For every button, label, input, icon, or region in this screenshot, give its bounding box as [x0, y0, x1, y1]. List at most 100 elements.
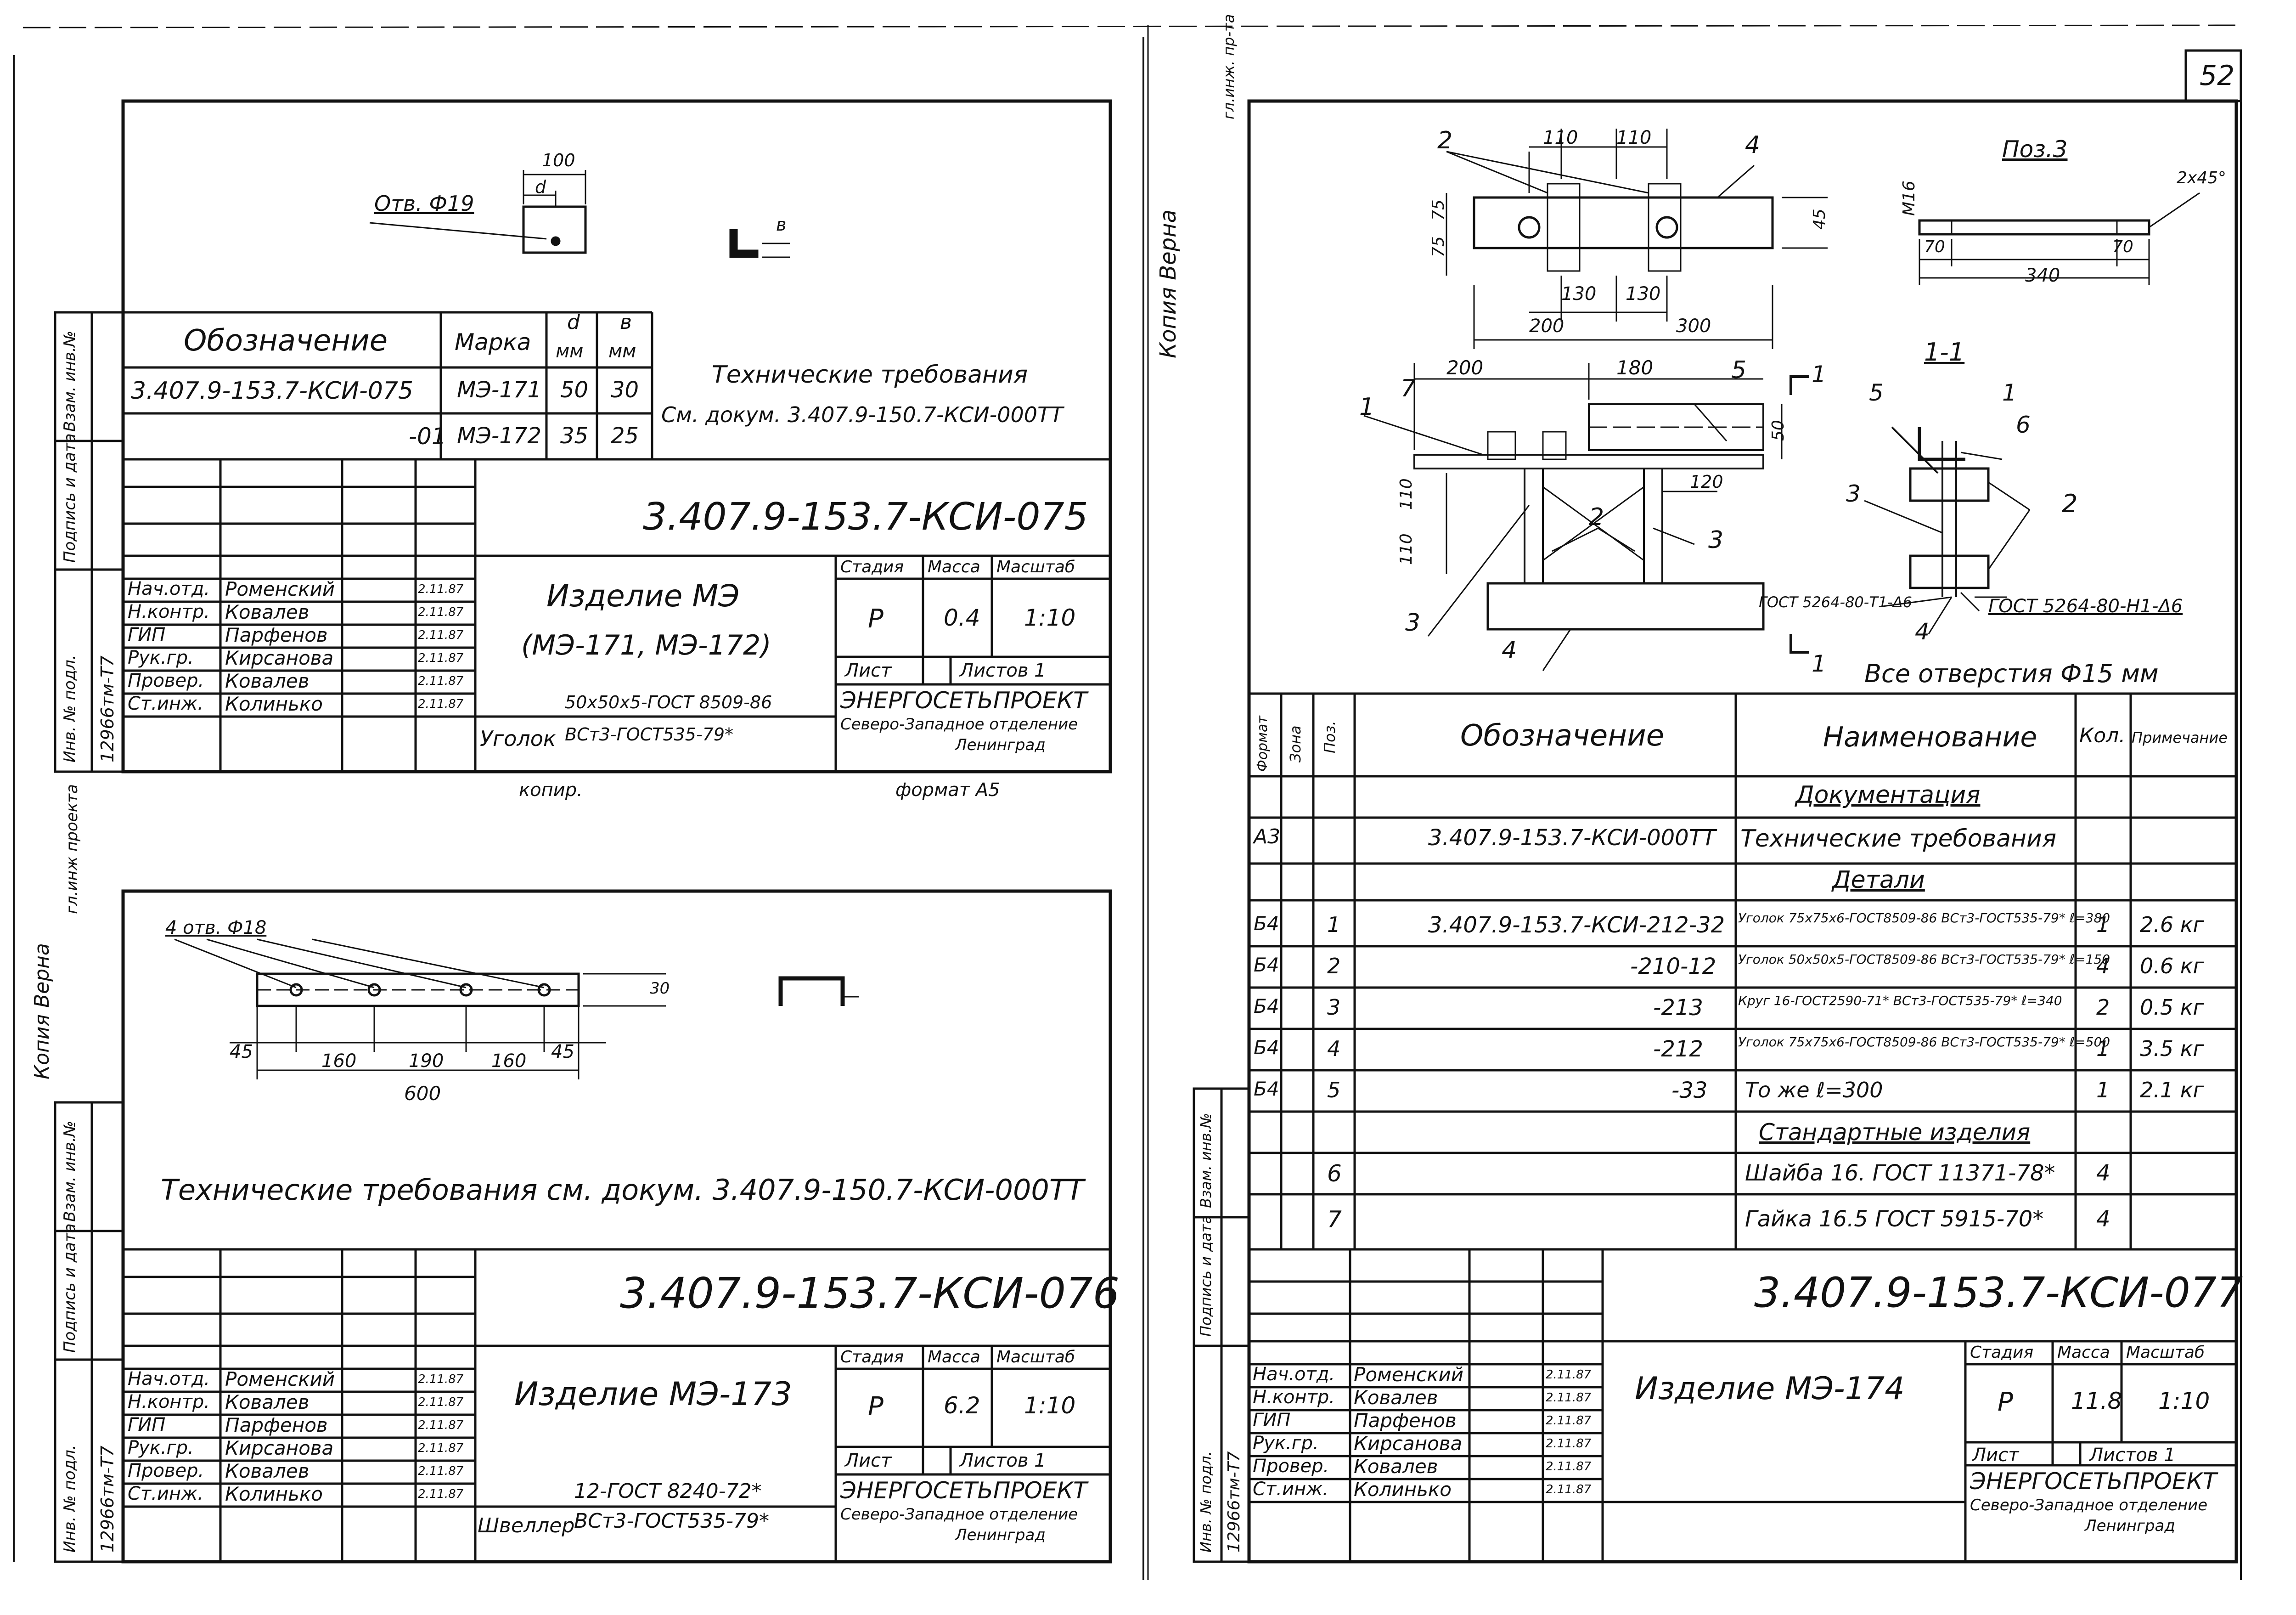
dim-160b: 160 — [491, 1050, 527, 1072]
spec-row-pos: 1 — [1327, 912, 1341, 937]
h-mass-077: Масса — [2057, 1343, 2110, 1362]
dim-75a: 75 — [1429, 236, 1448, 257]
tb-role: Ст.инж. — [1253, 1479, 1328, 1500]
h-scale-075: Масштаб — [996, 558, 1075, 576]
tb-name: Ковалев — [225, 601, 310, 623]
tb-date: 2.11.87 — [418, 651, 464, 665]
spec-row-pos: 5 — [1327, 1078, 1341, 1102]
row1-b: 30 — [611, 377, 639, 403]
copy-verified-stamp: Копия Верна — [1155, 209, 1181, 358]
tech-req-ref: См. докум. 3.407.9-150.7-КСИ-000ТТ — [661, 402, 1064, 427]
tb-name: Колинько — [225, 1483, 323, 1505]
tb-date: 2.11.87 — [418, 674, 464, 688]
stage-075: Р — [868, 604, 884, 634]
poz3-dim-right: 70 — [2112, 237, 2133, 256]
section-mark-top: 1 — [1812, 361, 1826, 388]
tb-name: Парфенов — [225, 1414, 328, 1436]
spec-row-name: Круг 16-ГОСТ2590-71* ВСт3-ГОСТ535-79* ℓ=… — [1738, 993, 2062, 1008]
side-vzam-076: Взам. инв.№ — [61, 1120, 79, 1222]
callout-2-top: 2 — [1437, 127, 1453, 154]
h-stage-077: Стадия — [1970, 1343, 2034, 1362]
tb-role: Рук.гр. — [128, 647, 194, 668]
hole-label: Отв. Ф19 — [374, 191, 474, 216]
dim-75b: 75 — [1429, 199, 1448, 220]
tb-role: ГИП — [128, 1414, 166, 1435]
tb-date: 2.11.87 — [418, 582, 464, 596]
tb-role: Провер. — [128, 1460, 204, 1481]
spec-row-pos: 4 — [1327, 1036, 1341, 1061]
tb-role: Ст.инж. — [128, 693, 203, 714]
margin-note-mid: гл.инж проекта — [63, 784, 81, 914]
tb-name: Колинько — [225, 693, 323, 715]
tb-name: Ковалев — [225, 670, 310, 692]
spec-row-name: То же ℓ=300 — [1745, 1078, 1883, 1102]
spec-row-note: 3.5 кг — [2140, 1036, 2204, 1061]
stage-076: Р — [868, 1392, 884, 1422]
section-mark-bottom: 1 — [1812, 650, 1826, 677]
tb-name: Кирсанова — [225, 647, 334, 669]
tb-name: Кирсанова — [1354, 1432, 1463, 1455]
chamfer-label: 2х45° — [2177, 169, 2227, 187]
item-077: Изделие МЭ-174 — [1635, 1371, 1905, 1407]
dim-190: 190 — [409, 1050, 444, 1072]
poz3-dim-left: 70 — [1924, 237, 1945, 256]
material-top-076: 12-ГОСТ 8240-72* — [574, 1479, 762, 1503]
spec-row-note: 2.6 кг — [2140, 912, 2204, 937]
callout-3-left: 3 — [1405, 609, 1421, 637]
mass-077: 11.8 — [2071, 1388, 2122, 1414]
h-sheets-076: Листов 1 — [960, 1450, 1046, 1471]
material-name-076: Швеллер — [478, 1514, 575, 1537]
h-stage-075: Стадия — [840, 558, 904, 576]
tb-name: Роменский — [1354, 1363, 1464, 1386]
spec-row-name: Гайка 16.5 ГОСТ 5915-70* — [1745, 1206, 2044, 1232]
inv-number-077: 12966тм-Т7 — [1225, 1451, 1244, 1553]
tb-date: 2.11.87 — [418, 1487, 464, 1501]
side-inv-077: Инв. № подл. — [1197, 1451, 1215, 1553]
row2-mark: МЭ-172 — [457, 423, 541, 449]
tb-name: Ковалев — [225, 1460, 310, 1482]
org-city-075: Ленинград — [955, 736, 1046, 754]
dim-160a: 160 — [321, 1050, 357, 1072]
org-077: ЭНЕРГОСЕТЬПРОЕКТ — [1970, 1468, 2217, 1495]
spec-row-note: 2.1 кг — [2140, 1078, 2204, 1102]
tb-name: Кирсанова — [225, 1437, 334, 1459]
tb-date: 2.11.87 — [1546, 1460, 1592, 1474]
item-075: Изделие МЭ — [546, 578, 740, 614]
sec-callout-3: 3 — [1846, 480, 1861, 507]
side-vzam-075: Взам. инв.№ — [61, 330, 79, 432]
spec-section-std: Стандартные изделия — [1759, 1119, 2031, 1146]
spec-h-pos: Поз. — [1321, 721, 1339, 753]
spec-row-qty: 4 — [2096, 954, 2110, 978]
org-076: ЭНЕРГОСЕТЬПРОЕКТ — [840, 1477, 1087, 1504]
code-077: 3.407.9-153.7-КСИ-077 — [1754, 1269, 2243, 1317]
h-mm-d: мм — [556, 341, 584, 362]
row1-d: 50 — [560, 377, 589, 403]
copy-verified-stamp-left: Копия Верна — [30, 943, 54, 1079]
callout-5: 5 — [1731, 356, 1747, 384]
side-podp-075: Подпись и дата — [61, 433, 79, 563]
tb-date: 2.11.87 — [418, 628, 464, 642]
spec-row-name: Шайба 16. ГОСТ 11371-78* — [1745, 1160, 2055, 1186]
holes-note: Все отверстия Ф15 мм — [1864, 659, 2159, 688]
tb-date: 2.11.87 — [1546, 1437, 1592, 1451]
dim-200-top: 200 — [1529, 316, 1564, 337]
spec-row-pos: 6 — [1327, 1160, 1342, 1187]
tb-date: 2.11.87 — [1546, 1414, 1592, 1428]
poz3-dim-total: 340 — [2025, 265, 2060, 286]
scale-076: 1:10 — [1024, 1392, 1076, 1419]
org-075: ЭНЕРГОСЕТЬПРОЕКТ — [840, 687, 1087, 714]
row2-b: 25 — [611, 423, 639, 449]
spec-row-name: Уголок 50х50х5-ГОСТ8509-86 ВСт3-ГОСТ535-… — [1738, 952, 2110, 967]
spec-row-fmt: Б4 — [1254, 1078, 1279, 1100]
h-sheet-075: Лист — [845, 660, 892, 681]
tb-name: Роменский — [225, 1368, 335, 1390]
h-stage-076: Стадия — [840, 1348, 904, 1367]
dim-total: 600 — [404, 1082, 441, 1105]
tb-date: 2.11.87 — [418, 605, 464, 619]
tb-role: Н.контр. — [128, 1391, 210, 1412]
tb-date: 2.11.87 — [418, 1441, 464, 1455]
inv-number-075: 12966тм-Т7 — [97, 655, 118, 762]
scale-077: 1:10 — [2158, 1388, 2210, 1414]
spec-row-name: Уголок 75х75х6-ГОСТ8509-86 ВСт3-ГОСТ535-… — [1738, 910, 2110, 926]
